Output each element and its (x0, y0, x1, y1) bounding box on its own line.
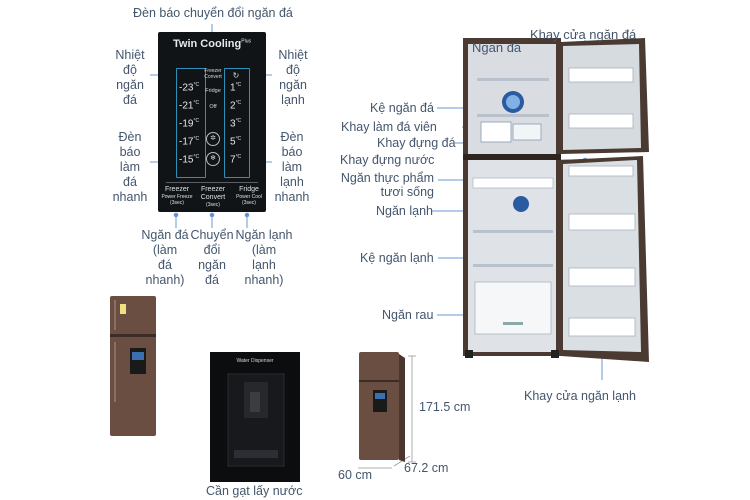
label-quick-cool-light: Đèn báo làm lạnh nhanh (274, 130, 310, 204)
power-freeze-icon: ✲ (206, 132, 220, 146)
freezer-temp-2: -19°C (179, 118, 200, 130)
open-fridge-image (463, 38, 649, 362)
dimension-height: 171.5 cm (419, 400, 471, 414)
fridge-temp-4: 7°C (230, 154, 242, 166)
label-freezer-temp: Nhiệt độ ngăn đá (115, 48, 145, 107)
label-ice-tray: Khay làm đá viên (341, 120, 437, 134)
freezer-convert-indicator: Freezer Convert (204, 68, 222, 80)
panel-divider (166, 182, 258, 183)
dimension-depth: 67.2 cm (404, 461, 449, 475)
label-freezer-convert-light: Đèn báo chuyển đổi ngăn đá (133, 6, 293, 20)
fridge-temp-column (224, 68, 250, 178)
label-fresh-zone: Ngăn thực phẩm tươi sống (340, 171, 434, 199)
label-convert-button: Chuyển đổi ngăn đá (190, 228, 234, 287)
fridge-temp-3: 5°C (230, 136, 242, 148)
dimension-fridge-image (359, 352, 405, 462)
dimension-width: 60 cm (338, 468, 373, 482)
fridge-temp-2: 3°C (230, 118, 242, 130)
label-quick-freeze-light: Đèn báo làm đá nhanh (112, 130, 148, 204)
label-fridge-door: Khay cửa ngăn lạnh (524, 389, 636, 403)
label-fridge-temp: Nhiệt độ ngăn lạnh (278, 48, 308, 107)
label-ice-box: Khay đựng đá (377, 136, 456, 150)
closed-fridge-image (110, 296, 156, 436)
label-fridge: Ngăn lạnh (376, 204, 433, 218)
label-vegetable-drawer: Ngăn rau (382, 308, 434, 322)
fridge-temp-0: 1°C (230, 82, 242, 94)
fridge-temp-1: 2°C (230, 100, 242, 112)
label-freezer: Ngăn đá (472, 40, 522, 55)
fridge-cool-icon: ↻ (232, 71, 240, 80)
panel-title: Twin CoolingPlus (173, 38, 251, 50)
freezer-temp-3: -17°C (179, 136, 200, 148)
freezer-temp-4: -15°C (179, 154, 200, 166)
label-water-lever: Cần gạt lấy nước (206, 484, 303, 498)
panel-button-1[interactable]: Freezer Convert(3sec) (200, 186, 226, 208)
label-fridge-shelf: Kệ ngăn lạnh (360, 251, 434, 265)
freezer-temp-1: -21°C (179, 100, 200, 112)
control-panel: Twin CoolingPlus Freezer Convert Fridge … (158, 32, 266, 212)
dispenser-panel-text: Water Dispenser (236, 358, 274, 364)
label-freezer-door: Khay cửa ngăn đá (530, 27, 637, 42)
power-cool-icon: ❄ (206, 152, 220, 166)
water-dispenser-image (210, 352, 300, 482)
label-freezer-button: Ngăn đá (làm đá nhanh) (141, 228, 189, 287)
mode-fridge: Fridge (205, 88, 221, 94)
label-freezer-shelf: Kệ ngăn đá (370, 101, 434, 115)
freezer-temp-0: -23°C (179, 82, 200, 94)
freezer-temp-column (176, 68, 206, 178)
mode-off: Off (209, 104, 217, 110)
label-fridge-button: Ngăn lạnh (làm lạnh nhanh) (235, 228, 293, 287)
label-water-tray: Khay đựng nước (340, 153, 435, 167)
